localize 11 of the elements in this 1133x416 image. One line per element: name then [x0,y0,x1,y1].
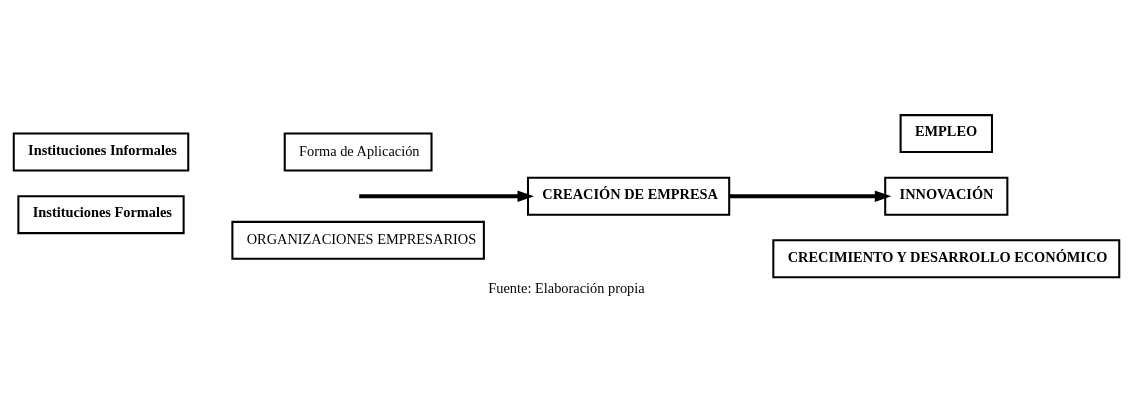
arrow [729,190,892,202]
arrow [359,190,534,202]
node-box: Instituciones Formales [17,195,185,235]
node-box: Instituciones Informales [12,132,190,172]
node-box: Forma de Aplicación [283,132,433,172]
caption: Fuente: Elaboración propia [488,279,645,296]
node-box: EMPLEO [899,114,993,154]
node-box: ORGANIZACIONES EMPRESARIOS [231,220,485,260]
node-box: CRECIMIENTO Y DESARROLLO ECONÓMICO [772,239,1121,279]
node-box: CREACIÓN DE EMPRESA [527,176,731,216]
node-box: INNOVACIÓN [884,176,1009,216]
